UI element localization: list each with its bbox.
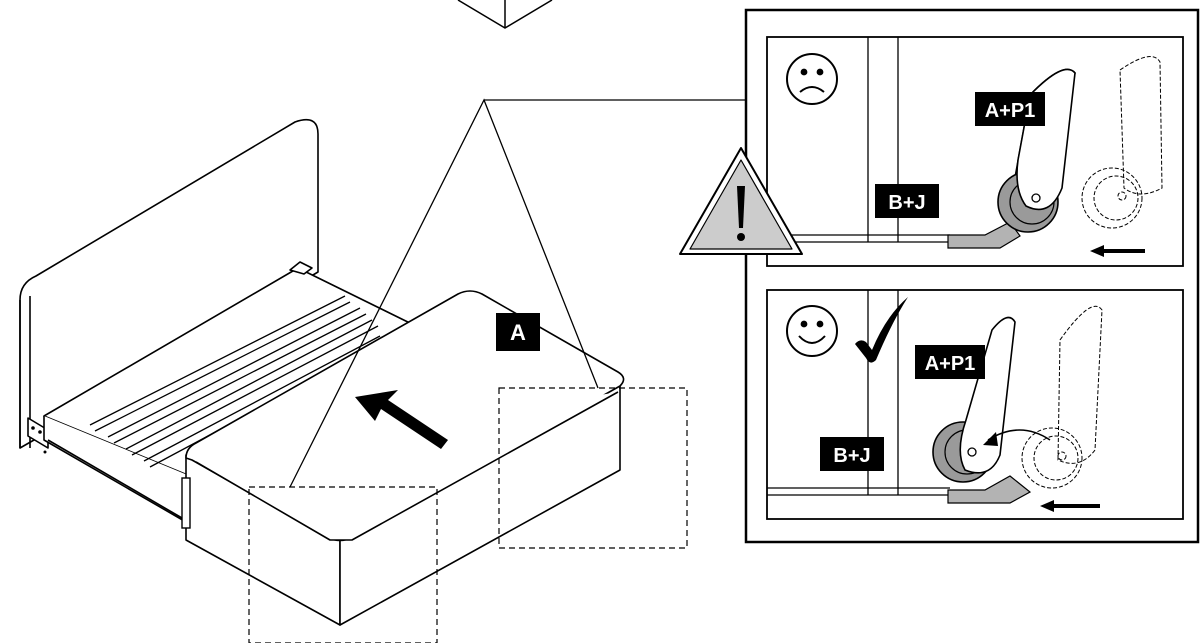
svg-text:A: A	[510, 320, 526, 345]
svg-text:B+J: B+J	[833, 445, 870, 467]
good-fit-a-p1-label: A+P1	[915, 345, 985, 379]
sofa-bed-frame	[19, 118, 421, 523]
zoom-callout-lines	[289, 98, 745, 488]
warning-triangle-icon	[679, 147, 803, 255]
smiley-face-icon	[786, 305, 838, 357]
svg-text:A+P1: A+P1	[985, 100, 1036, 122]
checkmark-icon	[855, 297, 908, 363]
incorrect-detail	[766, 36, 1184, 267]
frame-bolts	[31, 426, 47, 454]
detail-region-markers	[248, 387, 688, 643]
arrow-icon	[355, 390, 448, 449]
svg-text:A+P1: A+P1	[925, 353, 976, 375]
part-a-label: A	[496, 313, 540, 351]
bad-fit-b-j-label: B+J	[875, 184, 939, 218]
sad-face-icon	[786, 53, 838, 105]
correct-detail	[766, 289, 1184, 520]
box-fragment	[457, 0, 553, 29]
good-fit-b-j-label: B+J	[820, 437, 884, 471]
bad-fit-a-p1-label: A+P1	[975, 92, 1045, 126]
frame-end-cap	[181, 477, 191, 529]
svg-text:B+J: B+J	[888, 192, 925, 214]
